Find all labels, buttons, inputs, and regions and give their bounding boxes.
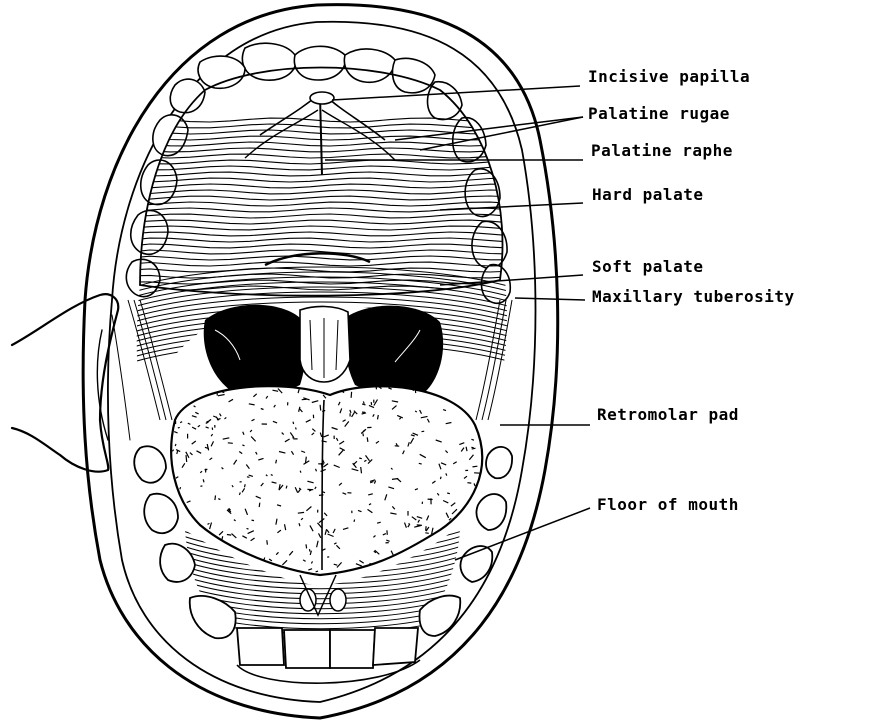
label-palatine-raphe: Palatine raphe <box>591 143 733 159</box>
label-floor-of-mouth: Floor of mouth <box>597 497 739 513</box>
hard-palate-region <box>130 92 510 290</box>
label-soft-palate: Soft palate <box>592 259 703 275</box>
pharynx-opening <box>204 305 443 395</box>
label-incisive-papilla: Incisive papilla <box>588 69 750 85</box>
finger-retractor <box>12 294 130 471</box>
label-palatine-rugae: Palatine rugae <box>588 106 730 122</box>
leader-hard-palate <box>440 203 583 210</box>
label-retromolar-pad: Retromolar pad <box>597 407 739 423</box>
label-hard-palate: Hard palate <box>592 187 703 203</box>
leader-maxillary-tuberosity <box>515 298 585 300</box>
label-maxillary-tuberosity: Maxillary tuberosity <box>592 289 795 305</box>
